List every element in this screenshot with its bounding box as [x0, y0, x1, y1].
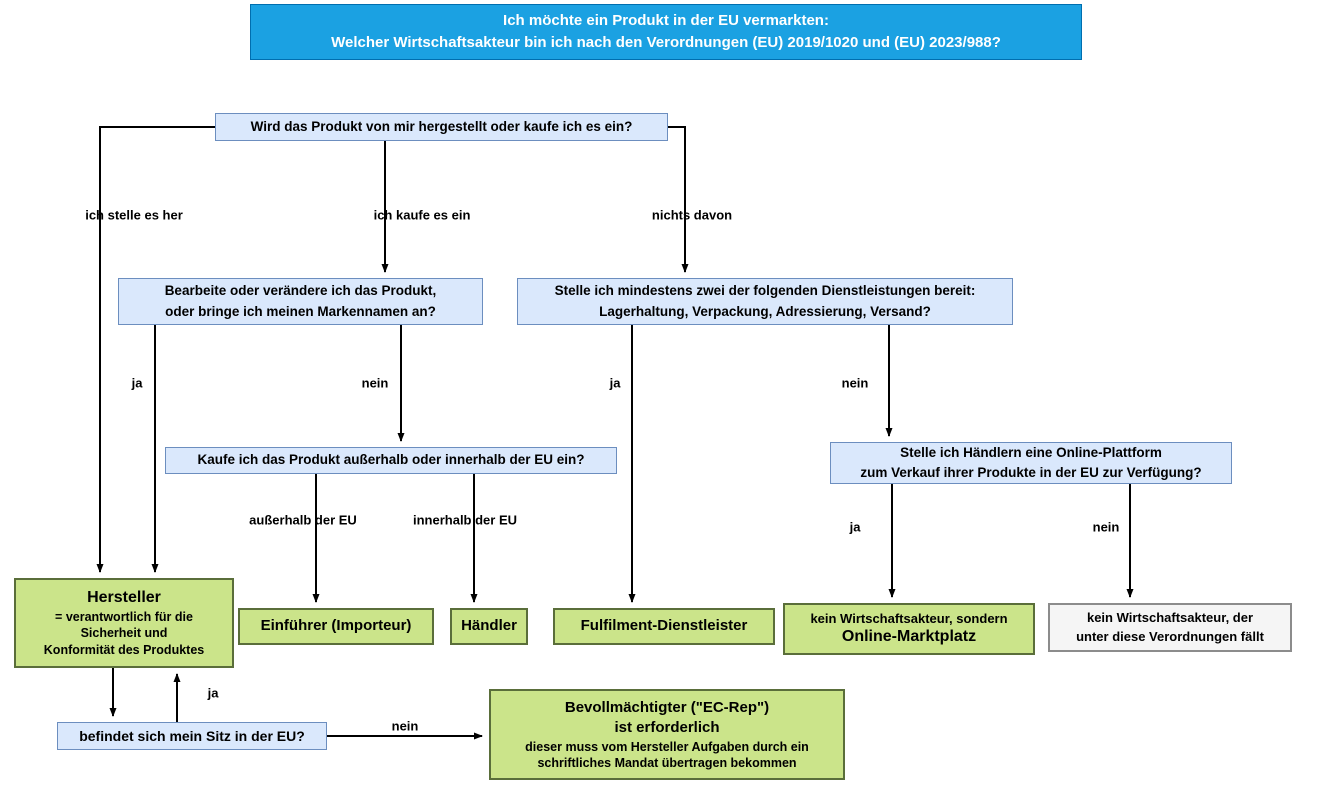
edge-label-sitz-ja: ja	[207, 685, 219, 701]
question-fulfilment-services-text: Stelle ich mindestens zwei der folgenden…	[554, 283, 976, 319]
edge-label-services-ja: ja	[609, 375, 621, 391]
edge-label-innerhalb-der-eu: innerhalb der EU	[412, 512, 518, 528]
result-hersteller-title: Hersteller	[87, 589, 161, 607]
result-hersteller: Hersteller = verantwortlich für die Sich…	[14, 578, 234, 668]
result-bevollmaechtigter-title: Bevollmächtigter ("EC-Rep") ist erforder…	[564, 699, 770, 737]
result-einfuehrer: Einführer (Importeur)	[238, 608, 434, 645]
edge-label-ausserhalb-der-eu: außerhalb der EU	[249, 512, 357, 528]
result-fulfilment-dienstleister-text: Fulfilment-Dienstleister	[580, 617, 748, 635]
question-seat-in-eu-text: befindet sich mein Sitz in der EU?	[79, 727, 305, 744]
question-buy-outside-inside-eu-text: Kaufe ich das Produkt außerhalb oder inn…	[197, 452, 585, 468]
edge-label-modify-ja: ja	[131, 375, 143, 391]
result-einfuehrer-text: Einführer (Importeur)	[260, 617, 412, 635]
question-modify-or-brand-text: Bearbeite oder verändere ich das Produkt…	[164, 283, 437, 319]
question-produce-or-buy: Wird das Produkt von mir hergestellt ode…	[215, 113, 668, 141]
edge-label-platform-ja: ja	[849, 519, 861, 535]
result-bevollmaechtigter: Bevollmächtigter ("EC-Rep") ist erforder…	[489, 689, 845, 780]
question-buy-outside-inside-eu: Kaufe ich das Produkt außerhalb oder inn…	[165, 447, 617, 474]
result-kein-wirtschaftsakteur-text: kein Wirtschaftsakteur, der unter diese …	[1076, 609, 1264, 644]
title-text: Ich möchte ein Produkt in der EU vermark…	[331, 12, 1001, 51]
question-online-platform-text: Stelle ich Händlern eine Online-Plattfor…	[860, 444, 1202, 480]
question-fulfilment-services: Stelle ich mindestens zwei der folgenden…	[517, 278, 1013, 325]
result-haendler-text: Händler	[461, 617, 517, 635]
result-fulfilment-dienstleister: Fulfilment-Dienstleister	[553, 608, 775, 645]
result-online-marktplatz-line1: kein Wirtschaftsakteur, sondern	[810, 610, 1008, 626]
title-banner: Ich möchte ein Produkt in der EU vermark…	[250, 4, 1082, 60]
question-online-platform: Stelle ich Händlern eine Online-Plattfor…	[830, 442, 1232, 484]
result-online-marktplatz-line2: Online-Marktplatz	[841, 628, 977, 646]
edge-label-modify-nein: nein	[361, 375, 389, 391]
question-modify-or-brand: Bearbeite oder verändere ich das Produkt…	[118, 278, 483, 325]
edge-label-ich-stelle-es-her: ich stelle es her	[85, 207, 183, 223]
result-bevollmaechtigter-note: dieser muss vom Hersteller Aufgaben durc…	[525, 739, 809, 770]
edge-label-nichts-davon: nichts davon	[651, 207, 733, 223]
result-online-marktplatz: kein Wirtschaftsakteur, sondern Online-M…	[783, 603, 1035, 655]
edge-label-ich-kaufe-es-ein: ich kaufe es ein	[373, 207, 471, 223]
edge-label-platform-nein: nein	[1092, 519, 1120, 535]
question-produce-or-buy-text: Wird das Produkt von mir hergestellt ode…	[250, 118, 633, 134]
edge-label-sitz-nein: nein	[391, 718, 419, 734]
question-seat-in-eu: befindet sich mein Sitz in der EU?	[57, 722, 327, 750]
edge-label-services-nein: nein	[841, 375, 869, 391]
result-hersteller-note: = verantwortlich für die Sicherheit und …	[43, 610, 205, 657]
result-haendler: Händler	[450, 608, 528, 645]
result-kein-wirtschaftsakteur: kein Wirtschaftsakteur, der unter diese …	[1048, 603, 1292, 652]
